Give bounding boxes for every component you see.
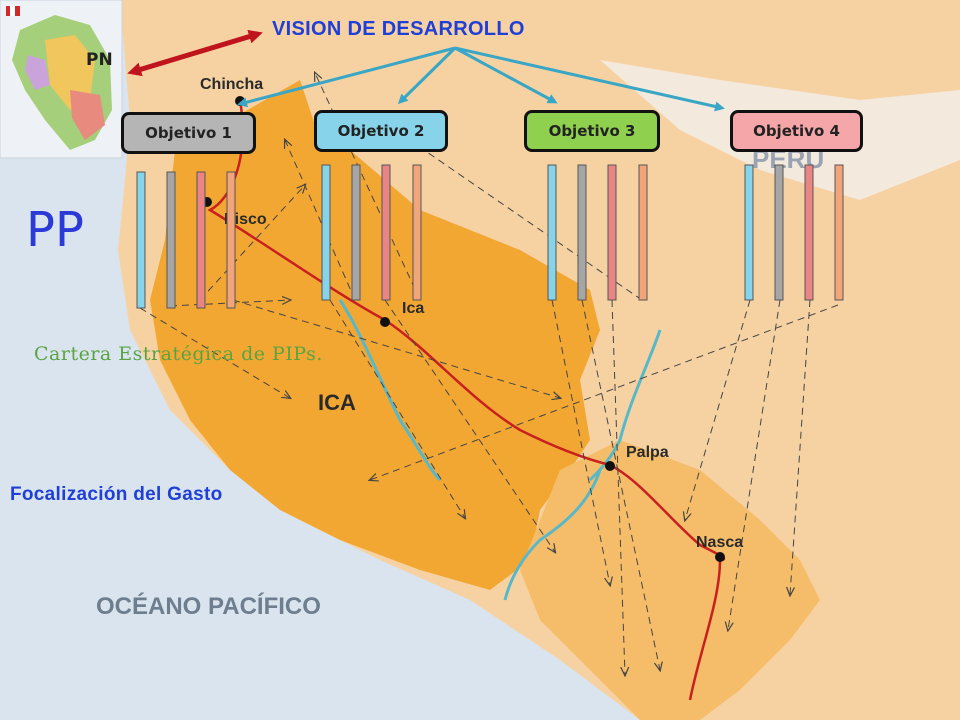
objective-3-bar-4 — [638, 164, 648, 301]
map-label-ica-city: Ica — [402, 300, 424, 317]
objective-4-bar-4 — [834, 164, 844, 301]
objective-bars — [136, 164, 844, 309]
vision-title: VISION DE DESARROLLO — [272, 18, 525, 40]
objective-4-bar-1 — [744, 164, 754, 301]
focalizacion-label: Focalización del Gasto — [10, 484, 223, 505]
objective-2-bar-2 — [351, 164, 361, 301]
peru-inset-map — [0, 0, 123, 159]
objective-1-bar-2 — [166, 171, 176, 309]
river — [338, 299, 442, 482]
objective-1-bar-1 — [136, 171, 146, 309]
pn-label: PN — [86, 50, 113, 70]
cartera-label: Cartera Estratégica de PIPs. — [34, 343, 323, 365]
vision-arrows — [237, 46, 725, 112]
objective-2-bar-3 — [381, 164, 391, 301]
objective-2-bar-1 — [321, 164, 331, 301]
city-dot-nasca — [715, 552, 725, 562]
pn-vision-double-arrow — [127, 29, 263, 77]
ica-region — [150, 80, 600, 590]
objective-box-4: Objetivo 4 — [730, 110, 863, 152]
objective-4-bar-2 — [774, 164, 784, 301]
map-label-palpa: Palpa — [626, 444, 669, 461]
nasca-region — [520, 440, 820, 720]
river — [503, 469, 602, 601]
map-label-nasca: Nasca — [696, 534, 743, 551]
city-dot-ica — [380, 317, 390, 327]
objective-3-bar-3 — [607, 164, 617, 301]
dashed-connectors — [139, 73, 839, 675]
objective-1-bar-3 — [196, 171, 206, 309]
map-label-chincha: Chincha — [200, 76, 263, 93]
objective-1-bar-4 — [226, 171, 236, 309]
map-label-ica-region: ICA — [318, 390, 356, 415]
pp-label: PP — [26, 202, 84, 258]
objective-box-2: Objetivo 2 — [314, 110, 448, 152]
river — [588, 329, 662, 482]
objective-3-bar-1 — [547, 164, 557, 301]
objective-2-bar-4 — [412, 164, 422, 301]
objective-box-3: Objetivo 3 — [524, 110, 660, 152]
city-dot-palpa — [605, 461, 615, 471]
objective-3-bar-2 — [577, 164, 587, 301]
objective-box-1: Objetivo 1 — [121, 112, 256, 154]
map-label-ocean: OCÉANO PACÍFICO — [96, 592, 321, 620]
objective-4-bar-3 — [804, 164, 814, 301]
